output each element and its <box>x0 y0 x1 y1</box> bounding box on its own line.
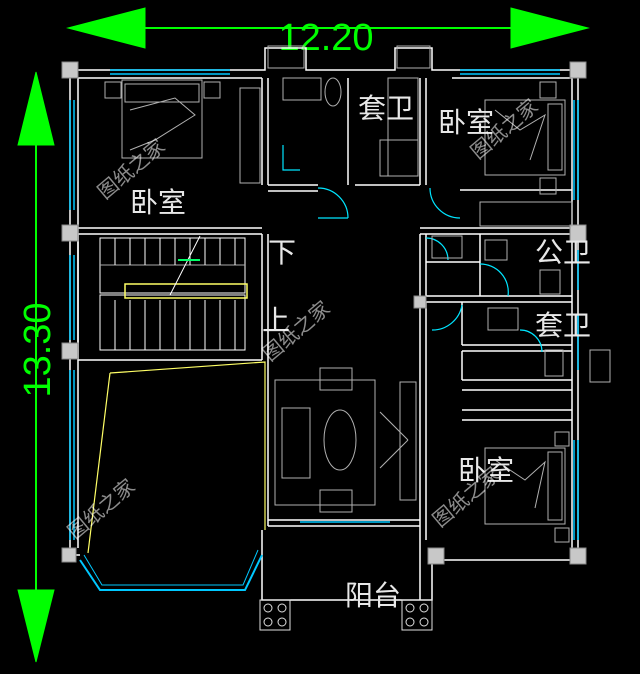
balcony-planters <box>259 599 433 631</box>
width-arrow-left <box>66 7 146 49</box>
width-dimension-label: 12.20 <box>278 17 373 59</box>
room-label-bedroom-top-left: 卧室 <box>130 186 186 219</box>
suite-bath2-toilet <box>544 349 564 377</box>
terrace-outline <box>87 361 266 554</box>
closet-top-left <box>239 87 261 184</box>
height-dimension-label: 13.30 <box>17 302 59 397</box>
watermarks: 图纸之家 图纸之家 图纸之家 图纸之家 图纸之家 <box>63 94 543 544</box>
ac-unit-icon <box>589 349 611 383</box>
bed-top-left <box>104 79 221 159</box>
suite-bath2-sink <box>487 307 519 331</box>
bed-top-right <box>484 81 566 195</box>
columns <box>61 61 587 565</box>
height-arrow-bottom <box>17 589 55 663</box>
ac-unit-icon <box>267 45 305 69</box>
public-bath-sink <box>431 235 463 259</box>
bed-bottom-right <box>484 431 570 543</box>
room-label-public-bath: 公卫 <box>535 236 591 269</box>
living-room-set <box>274 367 417 513</box>
stair-treads-bottom <box>114 300 236 350</box>
wardrobe-top-right <box>479 201 573 227</box>
ac-unit-icon <box>396 45 431 69</box>
shower <box>379 139 419 177</box>
height-arrow-top <box>17 71 55 146</box>
stair-label-down: 下 <box>268 236 296 269</box>
windows <box>69 69 579 591</box>
room-label-suite-bath: 套卫 <box>358 92 414 125</box>
room-labels: 卧室 套卫 卧室 公卫 套卫 卧室 阳台 下 上 <box>130 92 591 612</box>
bath-sink <box>282 77 322 101</box>
stair-label-up: 上 <box>262 304 290 337</box>
doors <box>282 145 543 353</box>
room-label-bedroom-bottom-right: 卧室 <box>458 454 514 487</box>
stair-treads-top <box>114 238 236 265</box>
public-bath-fixture <box>484 239 508 261</box>
room-label-bedroom-top-right: 卧室 <box>438 106 494 139</box>
room-label-suite-bath-2: 套卫 <box>535 309 591 342</box>
public-bath-toilet <box>539 269 561 295</box>
staircase <box>99 235 248 351</box>
furniture <box>104 45 611 631</box>
bath-toilet <box>324 77 342 107</box>
width-arrow-right <box>510 7 590 49</box>
room-label-balcony: 阳台 <box>345 579 401 612</box>
dimension-arrows <box>17 7 590 663</box>
